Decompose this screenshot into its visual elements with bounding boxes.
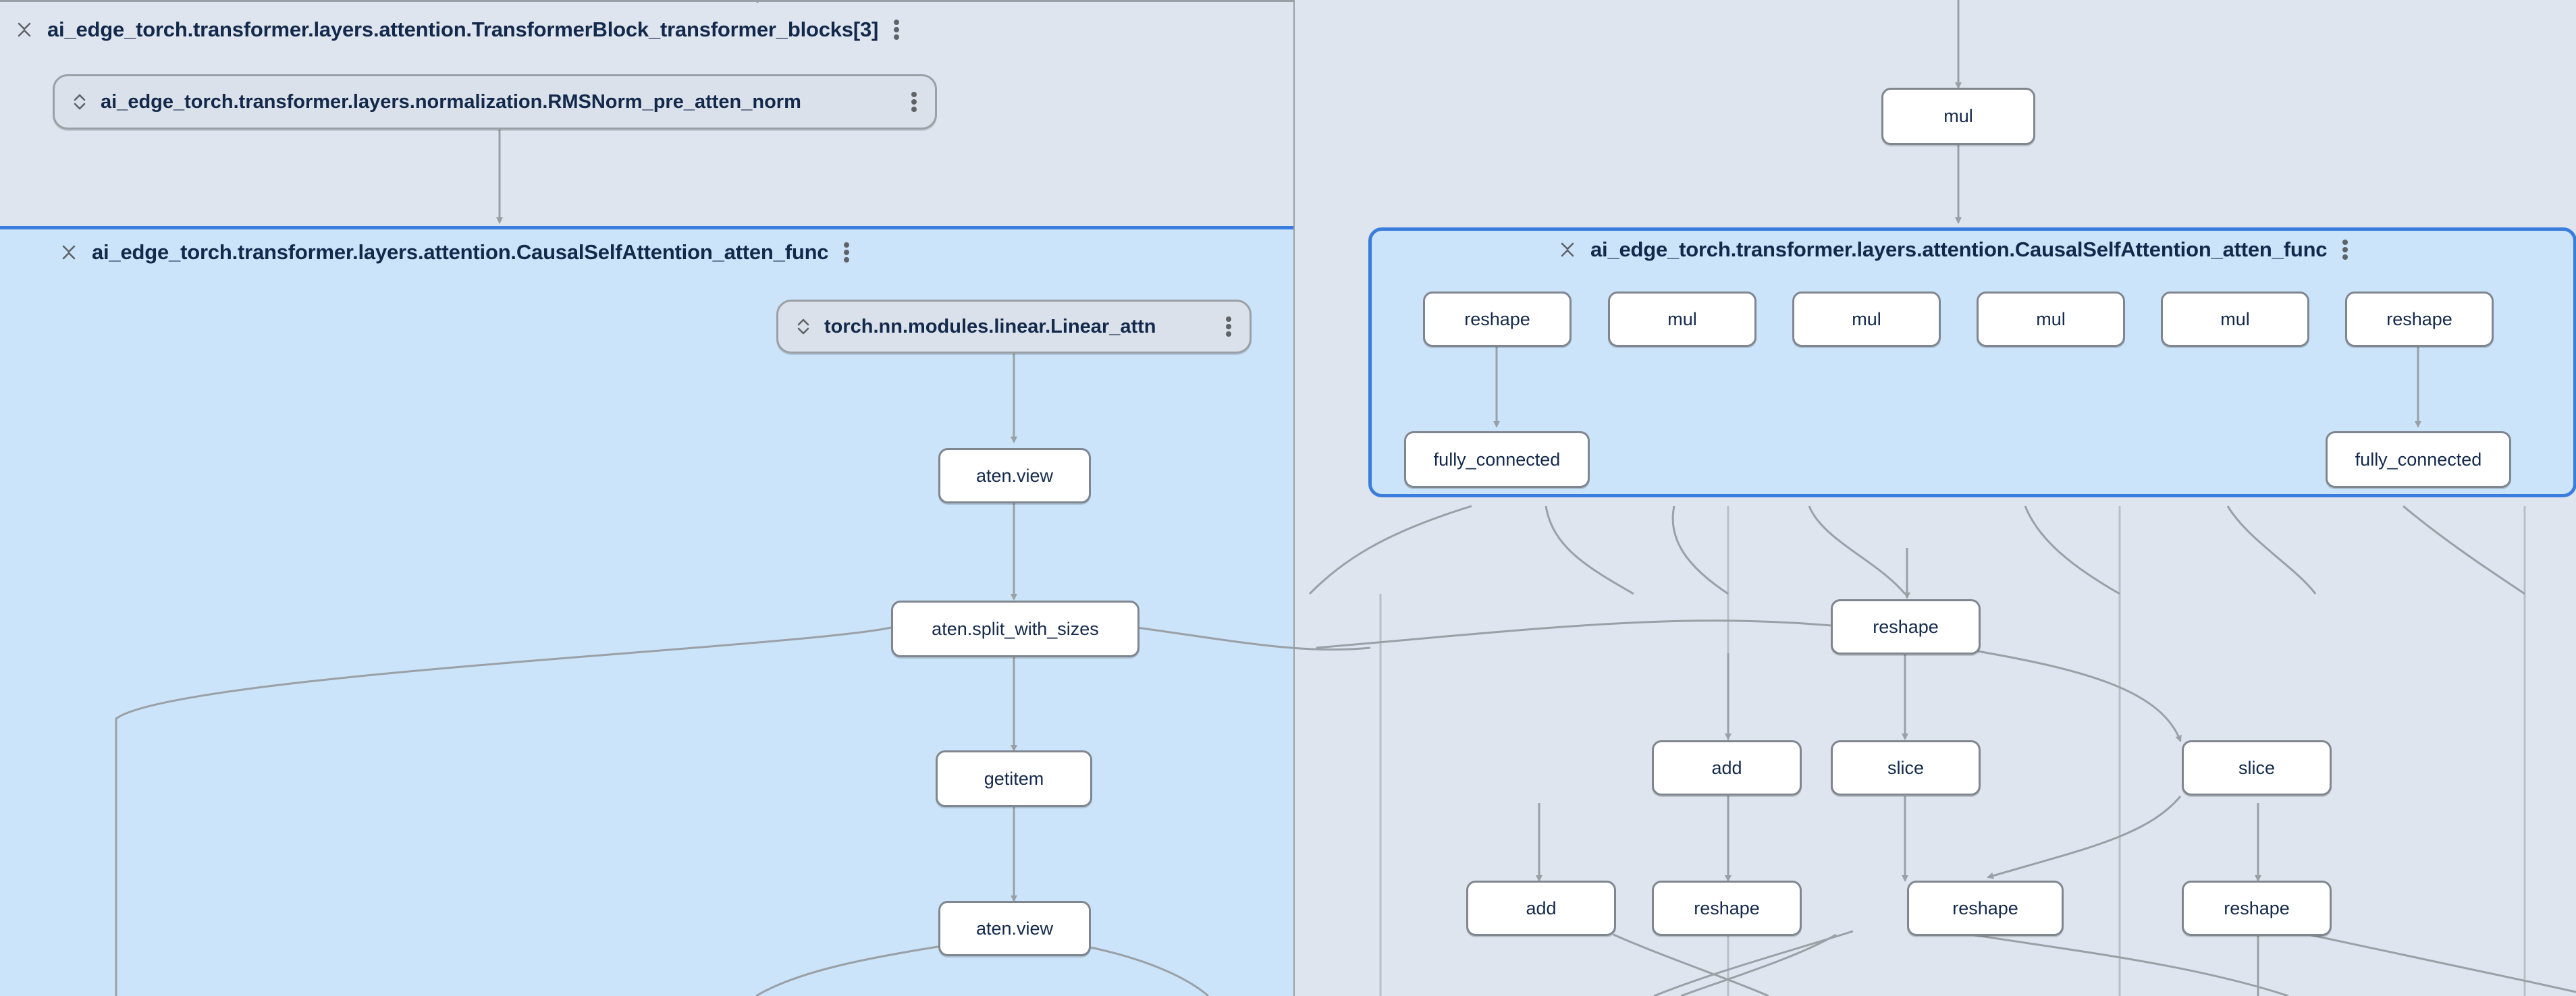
group-title: ai_edge_torch.transformer.layers.attenti… — [1590, 238, 2328, 261]
op-node-label: getitem — [984, 768, 1044, 789]
module-node-label: ai_edge_torch.transformer.layers.normali… — [101, 90, 801, 113]
module-node-rmsnorm[interactable]: ai_edge_torch.transformer.layers.normali… — [53, 74, 937, 130]
op-node-label: add — [1711, 757, 1742, 778]
group-header-transformer-block[interactable]: ai_edge_torch.transformer.layers.attenti… — [16, 18, 900, 42]
op-node-mul[interactable]: mul — [1977, 292, 2125, 347]
module-node-label: torch.nn.modules.linear.Linear_attn — [824, 315, 1156, 337]
op-node-label: slice — [1887, 757, 1924, 778]
expand-chevrons-icon[interactable] — [72, 90, 87, 113]
right-panel-background — [1295, 0, 2576, 996]
op-node-mul[interactable]: mul — [1792, 292, 1941, 347]
op-node-label: aten.view — [975, 465, 1054, 486]
op-node-add[interactable]: add — [1652, 740, 1802, 796]
op-node-fully-connected[interactable]: fully_connected — [1404, 431, 1590, 488]
op-node-label: aten.split_with_sizes — [932, 618, 1099, 639]
op-node-reshape[interactable]: reshape — [1423, 292, 1572, 347]
op-node-aten-view[interactable]: aten.view — [938, 901, 1091, 956]
panel-divider — [1293, 0, 1295, 996]
op-node-reshape[interactable]: reshape — [1652, 881, 1802, 936]
op-node-reshape[interactable]: reshape — [1831, 599, 1981, 655]
op-node-label: mul — [2036, 308, 2066, 329]
op-node-aten-view[interactable]: aten.view — [938, 448, 1091, 503]
kebab-menu-icon[interactable] — [1225, 316, 1232, 337]
op-node-reshape[interactable]: reshape — [1907, 881, 2064, 936]
op-node-label: mul — [1667, 308, 1697, 329]
op-node-reshape[interactable]: reshape — [2182, 881, 2332, 936]
op-node-label: fully_connected — [1433, 449, 1561, 470]
collapse-chevrons-icon[interactable] — [61, 241, 77, 264]
op-node-label: slice — [2238, 757, 2275, 778]
op-node-label: mul — [1943, 106, 1973, 126]
op-node-label: reshape — [2386, 308, 2452, 329]
op-node-add[interactable]: add — [1466, 881, 1616, 936]
op-node-slice[interactable]: slice — [1831, 740, 1981, 796]
op-node-label: add — [1526, 897, 1557, 918]
op-node-label: reshape — [1873, 616, 1939, 637]
kebab-menu-icon[interactable] — [843, 242, 850, 262]
expand-chevrons-icon[interactable] — [796, 315, 811, 338]
op-node-getitem[interactable]: getitem — [936, 750, 1092, 807]
group-header-causal-self-attention-left[interactable]: ai_edge_torch.transformer.layers.attenti… — [61, 240, 850, 265]
kebab-menu-icon[interactable] — [911, 92, 917, 112]
op-node-label: reshape — [1952, 897, 2018, 918]
op-node-aten-split-with-sizes[interactable]: aten.split_with_sizes — [891, 601, 1139, 657]
group-header-causal-self-attention-right[interactable]: ai_edge_torch.transformer.layers.attenti… — [1559, 238, 2349, 262]
op-node-label: fully_connected — [2355, 449, 2482, 470]
collapse-chevrons-icon[interactable] — [16, 18, 32, 41]
op-node-label: reshape — [1694, 897, 1760, 918]
module-node-linear-attn[interactable]: torch.nn.modules.linear.Linear_attn — [776, 300, 1252, 354]
op-node-label: reshape — [1464, 308, 1530, 329]
transformer-block-top-border — [0, 0, 1293, 2]
op-node-fully-connected[interactable]: fully_connected — [2326, 431, 2511, 488]
collapse-chevrons-icon[interactable] — [1559, 238, 1576, 261]
op-node-slice[interactable]: slice — [2182, 740, 2332, 796]
op-node-label: reshape — [2224, 897, 2290, 918]
group-title: ai_edge_torch.transformer.layers.attenti… — [47, 18, 879, 41]
op-node-reshape[interactable]: reshape — [2345, 292, 2494, 347]
op-node-mul[interactable]: mul — [1881, 88, 2035, 145]
kebab-menu-icon[interactable] — [2342, 240, 2349, 260]
op-node-label: mul — [1852, 308, 1881, 329]
op-node-label: mul — [2220, 308, 2250, 329]
op-node-mul[interactable]: mul — [2161, 292, 2309, 347]
op-node-label: aten.view — [975, 918, 1054, 939]
op-node-mul[interactable]: mul — [1608, 292, 1756, 347]
group-title: ai_edge_torch.transformer.layers.attenti… — [92, 240, 829, 264]
kebab-menu-icon[interactable] — [893, 20, 900, 40]
